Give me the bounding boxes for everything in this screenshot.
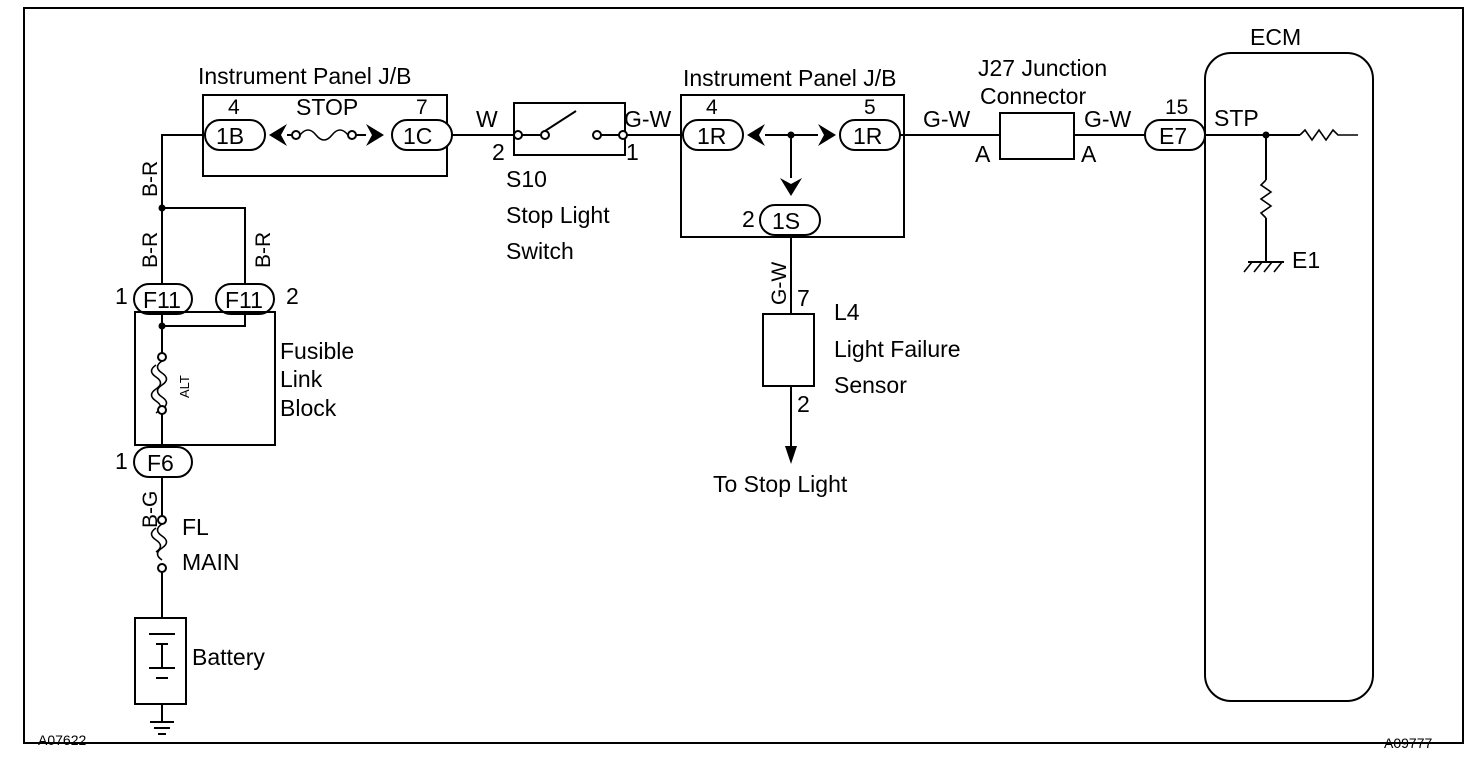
stop-switch-pin-right: 1: [626, 139, 639, 165]
wire-switch-in-label: W: [476, 106, 498, 132]
battery-label: Battery: [192, 644, 265, 670]
jb-left-chevron-out: [366, 124, 384, 146]
ecm-pin: 15: [1165, 96, 1188, 119]
fusible-conn-bottom-label: F6: [147, 450, 174, 476]
battery-box: [134, 617, 187, 705]
jb-right-chevron-out: [818, 124, 836, 146]
ecm-connector-label: E7: [1159, 123, 1187, 149]
stop-switch-code: S10: [506, 166, 547, 192]
junction-pin-left: A: [975, 141, 991, 167]
sensor-box: [762, 313, 815, 387]
wire-right-drop-label: B-R: [252, 232, 275, 268]
jb-right-pin-in: 4: [706, 96, 718, 119]
jb-right-pin-down: 2: [742, 206, 755, 232]
to-stop-light-arrow-icon: [785, 446, 797, 464]
stop-switch-name-2: Switch: [506, 238, 574, 264]
fusible-conn-left-label: F11: [143, 287, 181, 313]
fusible-pin-right: 2: [286, 283, 299, 309]
jb-left-pin-in: 4: [228, 96, 240, 119]
wire-fl-label: B-G: [139, 491, 162, 528]
ecm-ground-label: E1: [1292, 247, 1320, 273]
reference-code-right: A09777: [1384, 735, 1432, 751]
jb-left-fuse-contact-a: [291, 130, 301, 140]
wire-jb-feed-label: B-R: [139, 161, 162, 197]
ecm-terminal: STP: [1214, 105, 1259, 131]
jb-right-conn-down-label: 1S: [772, 208, 800, 234]
jb-right-box: [680, 94, 905, 238]
sensor-name-2: Sensor: [834, 372, 907, 398]
jb-right-chevron-in: [747, 124, 765, 146]
fusible-block-box: [134, 311, 276, 446]
wire-to-sensor-label: G-W: [768, 262, 791, 305]
junction-box: [999, 112, 1075, 160]
junction-title-2: Connector: [980, 83, 1086, 109]
reference-code-left: A07622: [38, 732, 86, 748]
wire-to-junction-label: G-W: [923, 106, 971, 132]
junction-pin-right: A: [1081, 141, 1097, 167]
jb-left-fuse-icon: [299, 129, 349, 141]
fl-main-line2: MAIN: [182, 549, 240, 575]
sensor-pin-top: 7: [797, 285, 810, 311]
jb-left-fuse-label: STOP: [296, 94, 358, 120]
ecm-ground-icon: [1243, 261, 1284, 273]
jb-left-title: Instrument Panel J/B: [198, 63, 412, 89]
ecm-pullup-resistor-icon: [1299, 128, 1358, 142]
fusible-name-3: Block: [280, 395, 337, 421]
stop-switch-pin-left: 2: [492, 139, 505, 165]
jb-left-fuse-contact-b: [347, 130, 357, 140]
jb-right-conn-in-label: 1R: [697, 123, 726, 149]
fusible-name-2: Link: [280, 366, 323, 392]
stop-switch-contact-icon: [544, 110, 577, 132]
ground-icon: [150, 721, 174, 735]
fl-main-line1: FL: [182, 514, 209, 540]
jb-right-title: Instrument Panel J/B: [683, 65, 897, 91]
ecm-box: [1204, 52, 1374, 702]
junction-title-1: J27 Junction: [978, 55, 1107, 81]
jb-right-chevron-down: [780, 178, 802, 196]
jb-right-pin-out: 5: [864, 96, 876, 119]
fusible-alt-fuse-icon: [156, 360, 168, 410]
diagram-frame: [23, 7, 1464, 744]
wire-to-ecm-label: G-W: [1084, 106, 1132, 132]
jb-left-pin-out: 7: [416, 96, 428, 119]
ecm-pulldown-resistor-icon: [1259, 179, 1273, 219]
jb-left-conn-in-label: 1B: [216, 123, 244, 149]
stop-switch-box: [513, 102, 626, 156]
battery-icon: [149, 633, 175, 679]
jb-left-conn-out-label: 1C: [403, 123, 432, 149]
sensor-pin-bottom: 2: [797, 391, 810, 417]
wire-switch-out-label: G-W: [624, 106, 672, 132]
fl-main-fuse-icon: [156, 523, 168, 561]
wire-jb-feed: [161, 134, 205, 208]
fusible-alt-label: ALT: [177, 375, 192, 398]
fusible-name-1: Fusible: [280, 338, 354, 364]
fusible-pin-left: 1: [115, 283, 128, 309]
jb-right-conn-in: [682, 119, 744, 151]
fusible-pin-bottom: 1: [115, 448, 128, 474]
fusible-conn-right-label: F11: [225, 287, 263, 313]
sensor-name-1: Light Failure: [834, 336, 961, 362]
wire-left-drop-label: B-R: [139, 232, 162, 268]
stop-switch-name-1: Stop Light: [506, 202, 610, 228]
sensor-output-label: To Stop Light: [713, 471, 848, 497]
ecm-title: ECM: [1250, 24, 1301, 50]
jb-right-conn-out-label: 1R: [853, 123, 882, 149]
sensor-code: L4: [834, 299, 860, 325]
jb-left-chevron-in: [269, 124, 287, 146]
